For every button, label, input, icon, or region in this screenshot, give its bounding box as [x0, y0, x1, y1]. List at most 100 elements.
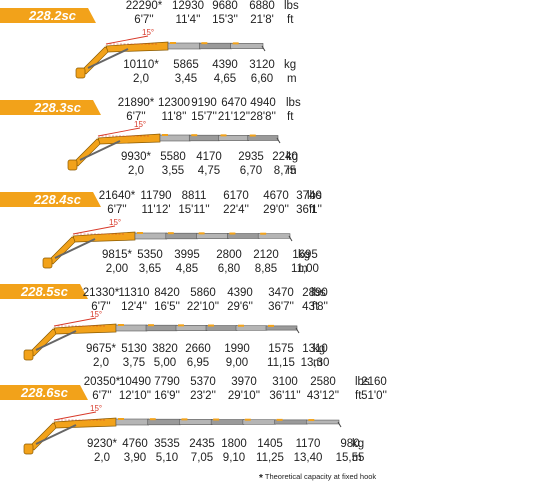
crane-cylinder [54, 238, 96, 259]
capacity-kg: 2240 [272, 151, 298, 163]
capacity-kg: 4760 [122, 438, 148, 450]
unit-lbs: lbs [307, 190, 322, 202]
capacity-lbs: 21330* [82, 287, 120, 299]
capacity-kg: 9675* [85, 343, 117, 355]
crane-main-boom [97, 133, 161, 145]
reach-ft: 22'10'' [186, 301, 220, 313]
unit-ft: ft [287, 111, 294, 123]
crane-extension-cap [244, 418, 251, 421]
reach-m: 3,55 [161, 165, 185, 177]
reach-m: 13,40 [293, 452, 323, 464]
reach-m: 11,15 [267, 357, 295, 369]
reach-m: 4,75 [197, 165, 221, 177]
crane-extension-cap [276, 418, 283, 421]
crane-extension-cap [220, 134, 227, 137]
capacity-lbs: 21640* [98, 190, 136, 202]
capacity-kg: 2935 [238, 151, 264, 163]
reach-m: 8,75 [273, 165, 297, 177]
reach-ft: 6'7'' [92, 390, 112, 402]
crane-tip [337, 421, 342, 428]
unit-kg: kg [352, 438, 365, 450]
crane-extension-cap [162, 134, 168, 136]
angle-line [105, 35, 149, 45]
crane-extension-cap [198, 232, 205, 235]
capacity-lbs: 4940 [250, 97, 276, 109]
crane-drawing [67, 127, 281, 171]
capacity-kg: 9815* [101, 249, 133, 261]
crane-extension-cap [148, 324, 154, 327]
capacity-kg: 2660 [185, 343, 211, 355]
footnote: * Theoretical capacity at fixed hook [259, 472, 376, 484]
capacity-lbs: 20350* [83, 376, 121, 388]
crane-main-boom [72, 231, 136, 243]
crane-extension-segment [247, 135, 279, 141]
crane-main-boom [53, 323, 117, 335]
crane-extension-cap [201, 42, 208, 45]
capacity-lbs: 4390 [227, 287, 253, 299]
unit-m: m [352, 452, 362, 464]
crane-extension-cap [232, 42, 239, 45]
crane-cylinder [87, 48, 129, 69]
crane-extension-segment [305, 419, 340, 425]
unit-kg: kg [284, 59, 297, 71]
reach-ft: 36'11'' [269, 390, 301, 402]
capacity-kg: 1800 [221, 438, 247, 450]
reach-m: 15,55 [335, 452, 365, 464]
angle-label: 15° [134, 120, 147, 129]
crane-drawing [23, 317, 300, 361]
reach-m: 3,45 [174, 73, 198, 85]
capacity-lbs: 2160 [361, 376, 387, 388]
reach-ft: 15'3'' [212, 14, 238, 26]
capacity-lbs: 7790 [154, 376, 180, 388]
capacity-kg: 980 [340, 438, 360, 450]
crane-extension-cap [118, 324, 124, 326]
crane-extension-cap [208, 324, 214, 327]
angle-line [97, 127, 141, 137]
unit-lbs: lbs [284, 0, 299, 12]
crane-extension-cap [118, 418, 124, 420]
capacity-lbs: 2890 [302, 287, 328, 299]
reach-ft: 29'0'' [263, 204, 289, 216]
footnote-text: Theoretical capacity at fixed hook [264, 472, 377, 481]
capacity-lbs: 2580 [310, 376, 336, 388]
crane-drawing [42, 225, 293, 269]
unit-lbs: lbs [311, 287, 326, 299]
angle-label: 15° [109, 218, 122, 227]
reach-ft: 36'1'' [296, 204, 322, 216]
capacity-lbs: 6470 [221, 97, 247, 109]
crane-extension-segment [257, 233, 291, 239]
reach-ft: 43'8'' [302, 301, 328, 313]
crane-extension-cap [213, 418, 220, 421]
capacity-kg: 1990 [224, 343, 250, 355]
crane-extension-cap [308, 419, 315, 422]
crane-extension-cap [167, 232, 174, 235]
capacity-lbs: 9190 [191, 97, 217, 109]
reach-m: 2,0 [128, 165, 144, 177]
capacity-kg: 3995 [174, 249, 200, 261]
capacity-kg: 10110* [123, 59, 159, 71]
angle-line [53, 317, 97, 327]
unit-ft: ft [309, 204, 316, 216]
unit-kg: kg [286, 151, 299, 163]
capacity-kg: 9930* [120, 151, 152, 163]
capacity-kg: 5580 [160, 151, 186, 163]
angle-label: 15° [90, 404, 103, 413]
capacity-lbs: 11310 [118, 287, 150, 299]
crane-tip [261, 45, 266, 52]
crane-extension-cap [238, 324, 244, 327]
reach-ft: 43'12'' [306, 390, 340, 402]
model-tag: 228.6sc [0, 385, 88, 400]
model-tag: 228.4sc [0, 192, 101, 207]
unit-ft: ft [312, 301, 319, 313]
reach-m: 5,00 [153, 357, 177, 369]
crane-tip [276, 137, 281, 144]
footnote-symbol: * [259, 473, 263, 484]
model-tag: 228.2sc [0, 8, 96, 23]
reach-m: 4,85 [175, 263, 199, 275]
unit-m: m [287, 165, 297, 177]
reach-ft: 16'5'' [154, 301, 180, 313]
angle-line [72, 225, 116, 235]
reach-m: 13,30 [300, 357, 330, 369]
capacity-kg: 1695 [292, 249, 318, 261]
reach-m: 9,10 [222, 452, 246, 464]
